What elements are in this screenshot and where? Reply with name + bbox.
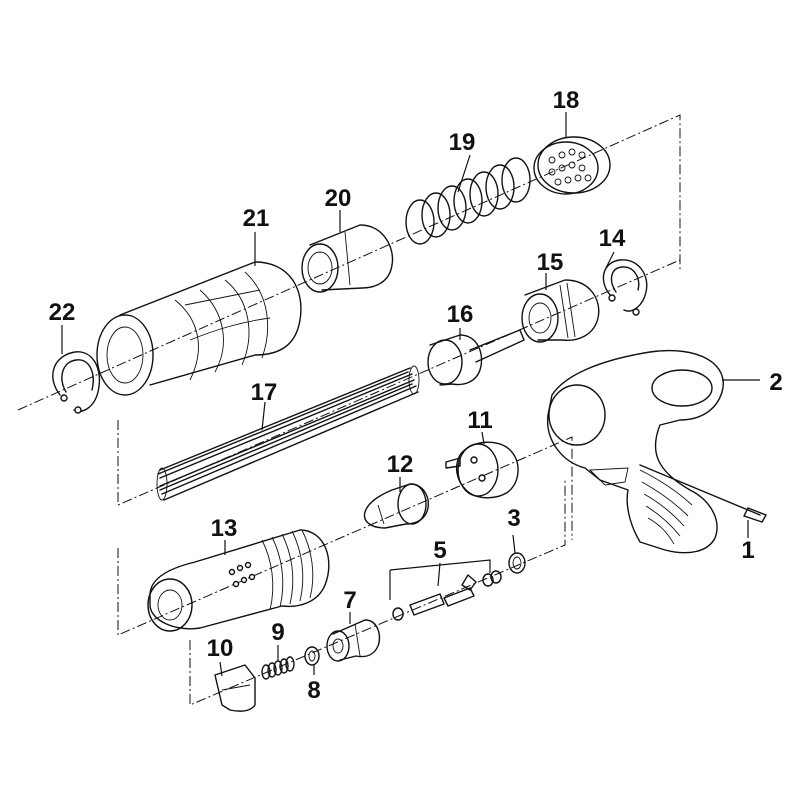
callout-21: 21 bbox=[243, 205, 270, 232]
part-22-retaining-ring bbox=[52, 351, 101, 414]
part-7-valve-bushing bbox=[326, 619, 381, 662]
part-12-bullet-cap bbox=[363, 483, 429, 529]
part-15-threaded-nut bbox=[521, 279, 600, 343]
part-10-end-cap bbox=[214, 664, 256, 712]
part-3-o-ring bbox=[508, 552, 526, 574]
callout-1: 1 bbox=[741, 537, 754, 564]
part-2-housing bbox=[547, 350, 724, 554]
callout-9: 9 bbox=[271, 619, 284, 646]
callout-22: 22 bbox=[49, 299, 76, 326]
callout-3: 3 bbox=[507, 505, 520, 532]
callout-20: 20 bbox=[325, 185, 352, 212]
part-16-piston bbox=[427, 329, 525, 386]
callout-7: 7 bbox=[343, 587, 356, 614]
callout-11: 11 bbox=[467, 407, 492, 434]
part-11-valve-body bbox=[445, 441, 519, 499]
part-20-bushing bbox=[301, 224, 394, 293]
part-17-needle-bundle bbox=[156, 365, 420, 501]
part-1-trigger-pin bbox=[639, 464, 767, 523]
callout-13: 13 bbox=[211, 515, 238, 542]
part-13-barrel bbox=[147, 529, 330, 632]
callout-8: 8 bbox=[307, 677, 320, 704]
callout-12: 12 bbox=[387, 451, 414, 478]
callout-17: 17 bbox=[251, 379, 278, 406]
part-5-valve-stem bbox=[392, 570, 502, 621]
part-21-grip-sleeve bbox=[96, 261, 302, 396]
callout-10: 10 bbox=[207, 635, 234, 662]
callout-18: 18 bbox=[553, 87, 580, 114]
part-19-spring bbox=[405, 157, 531, 245]
part-8-o-ring bbox=[304, 646, 320, 666]
callout-labels: 1 2 3 5 7 8 9 10 11 12 13 14 15 16 17 18… bbox=[49, 87, 783, 704]
callout-16: 16 bbox=[447, 301, 474, 328]
callout-15: 15 bbox=[537, 249, 564, 276]
part-9-small-spring bbox=[261, 656, 295, 680]
callout-5: 5 bbox=[433, 537, 446, 564]
leader-lines bbox=[61, 112, 760, 677]
callout-14: 14 bbox=[599, 225, 626, 252]
part-18-filter-disc bbox=[533, 136, 611, 195]
callout-19: 19 bbox=[449, 129, 476, 156]
part-14-retaining-ring bbox=[602, 259, 648, 316]
callout-2: 2 bbox=[769, 369, 782, 396]
